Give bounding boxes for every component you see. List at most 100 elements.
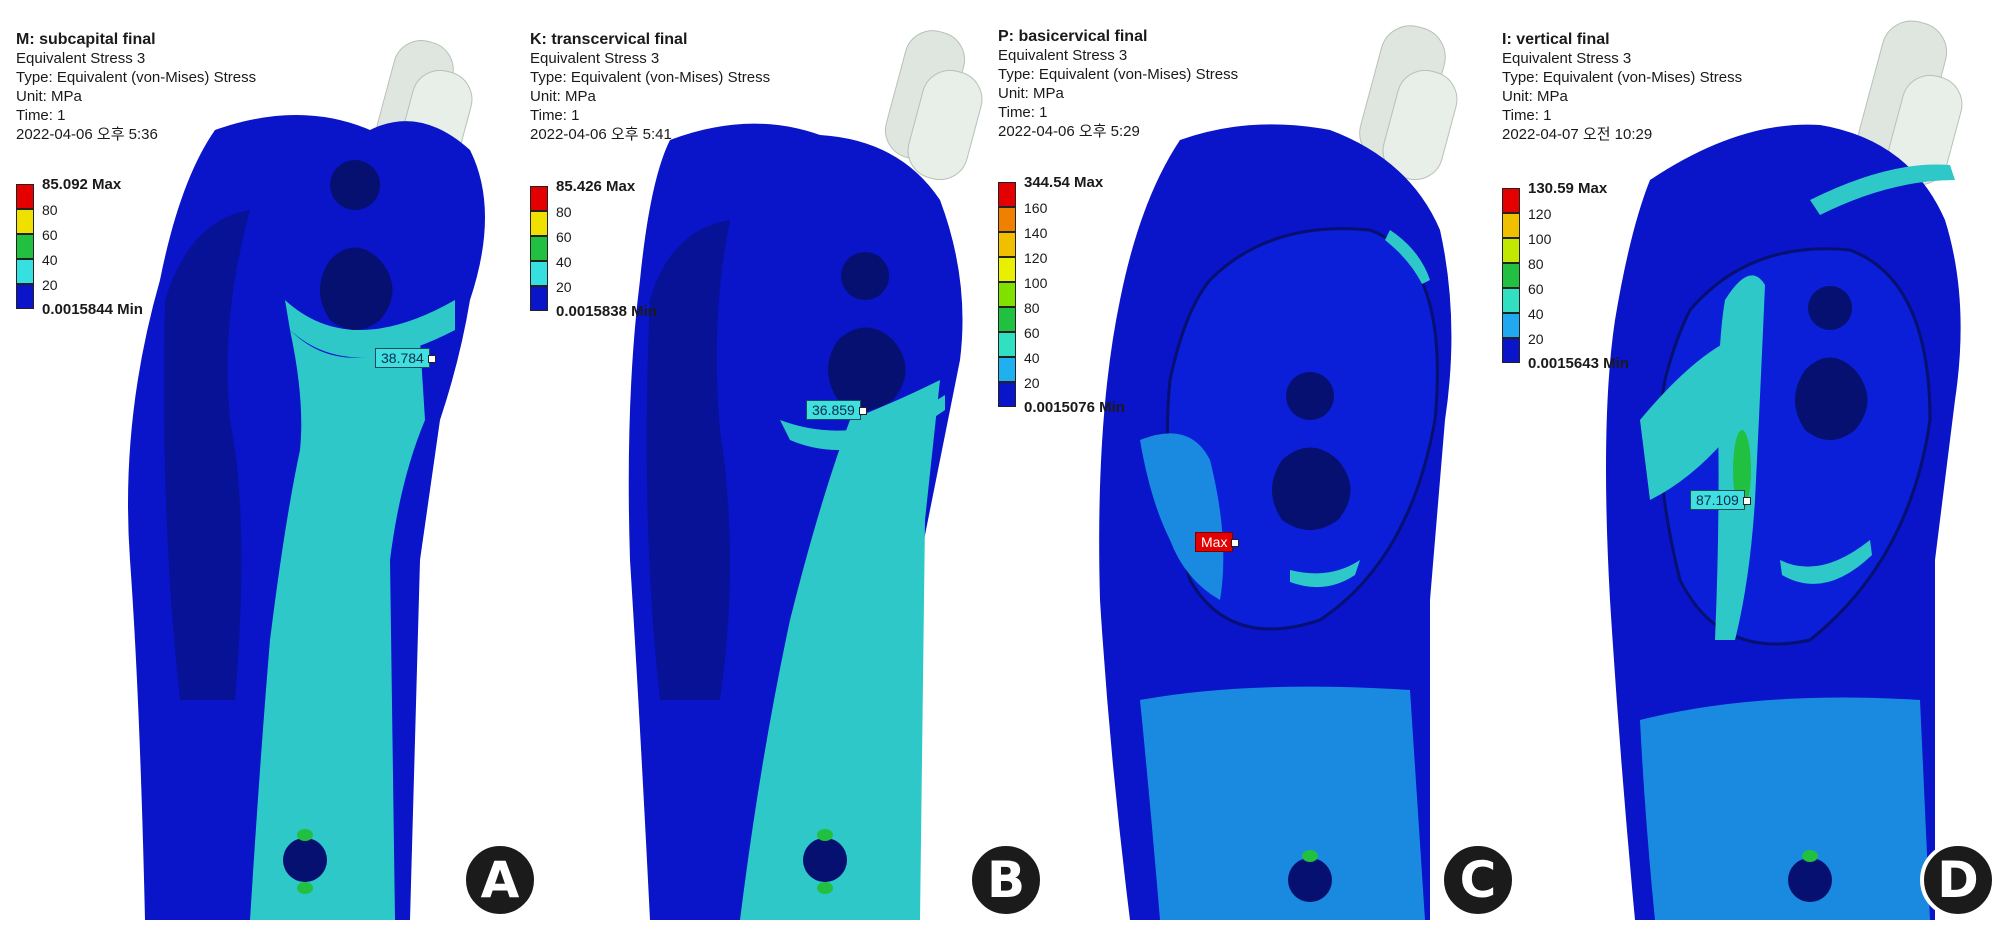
- result-date: 2022-04-06 오후 5:36: [16, 126, 158, 143]
- legend-tick: 40: [42, 252, 58, 268]
- screw-hole: [320, 160, 393, 330]
- screw-hole: [1272, 372, 1351, 530]
- legend-tick: 80: [1528, 256, 1544, 272]
- cyan-stress-band: [250, 330, 425, 920]
- result-time: Time: 1: [1502, 107, 1552, 124]
- result-date: 2022-04-07 오전 10:29: [1502, 126, 1653, 143]
- femur-model-d: [1606, 20, 1963, 921]
- distal-screw: [1788, 850, 1832, 902]
- screw-cylinders: [884, 30, 983, 181]
- screw-hole: [1795, 286, 1868, 440]
- legend-max: 85.426 Max: [556, 178, 636, 195]
- legend-tick: 140: [1024, 225, 1048, 241]
- legend-tick: 60: [42, 227, 58, 243]
- result-time: Time: 1: [16, 107, 66, 124]
- result-date: 2022-04-06 오후 5:41: [530, 126, 672, 143]
- legend-max: 130.59 Max: [1528, 180, 1608, 197]
- legend-max: 85.092 Max: [42, 176, 122, 193]
- legend-tick: 20: [1024, 375, 1040, 391]
- result-name: Equivalent Stress 3: [1502, 50, 1632, 67]
- panel-label-badge: A: [462, 842, 538, 918]
- legend-tick: 20: [42, 277, 58, 293]
- result-time: Time: 1: [998, 104, 1048, 121]
- result-type: Type: Equivalent (von-Mises) Stress: [16, 69, 257, 86]
- legend-tick: 100: [1528, 231, 1552, 247]
- legend-tick: 80: [556, 204, 572, 220]
- panel-label-badge: D: [1920, 842, 1996, 918]
- distal-screw: [803, 829, 847, 894]
- legend-tick: 80: [1024, 300, 1040, 316]
- panel-label-badge: C: [1440, 842, 1516, 918]
- result-title: M: subcapital final: [16, 31, 156, 48]
- legend-tick: 20: [1528, 331, 1544, 347]
- legend-tick: 60: [1024, 325, 1040, 341]
- result-time: Time: 1: [530, 107, 580, 124]
- shadow-region: [646, 220, 730, 700]
- probe-label: 87.109: [1690, 490, 1751, 510]
- stress-patch-left: [1140, 433, 1224, 600]
- legend-tick: 60: [556, 229, 572, 245]
- legend-tick: 160: [1024, 200, 1048, 216]
- legend-tick: 40: [556, 254, 572, 270]
- screw-cylinders: [1857, 20, 1963, 186]
- panel-a: M: subcapital final Equivalent Stress 3 …: [0, 0, 538, 939]
- stress-patch-top: [1385, 230, 1430, 284]
- result-unit: Unit: MPa: [1502, 88, 1568, 105]
- result-name: Equivalent Stress 3: [530, 50, 660, 67]
- probe-label: 36.859: [806, 400, 867, 420]
- result-unit: Unit: MPa: [530, 88, 596, 105]
- legend-tick: 80: [42, 202, 58, 218]
- fracture-arc: [780, 395, 945, 450]
- result-unit: Unit: MPa: [16, 88, 82, 105]
- fracture-arc: [285, 300, 455, 358]
- probe-label: 38.784: [375, 348, 436, 368]
- legend-max: 344.54 Max: [1024, 174, 1104, 191]
- result-title: P: basicervical final: [998, 28, 1148, 45]
- screw-cylinders: [1359, 25, 1458, 181]
- panel-label-badge: B: [968, 842, 1044, 918]
- distal-screw: [1288, 850, 1332, 902]
- legend-tick: 120: [1024, 250, 1048, 266]
- result-unit: Unit: MPa: [998, 85, 1064, 102]
- legend-min: 0.0015844 Min: [42, 301, 143, 318]
- legend-tick: 100: [1024, 275, 1048, 291]
- legend-min: 0.0015076 Min: [1024, 399, 1125, 416]
- femur-model-c: [1099, 25, 1458, 920]
- result-date: 2022-04-06 오후 5:29: [998, 123, 1140, 140]
- result-info-a: M: subcapital final Equivalent Stress 3 …: [16, 30, 256, 144]
- panel-b: K: transcervical final Equivalent Stress…: [520, 0, 1044, 939]
- result-title: I: vertical final: [1502, 31, 1610, 48]
- probe-label: Max: [1195, 532, 1240, 552]
- cyan-stress-band: [1140, 686, 1425, 920]
- result-name: Equivalent Stress 3: [16, 50, 146, 67]
- panel-d: I: vertical final Equivalent Stress 3 Ty…: [1490, 0, 2011, 939]
- stress-patch-arc: [1290, 560, 1360, 588]
- legend-tick: 20: [556, 279, 572, 295]
- result-type: Type: Equivalent (von-Mises) Stress: [530, 69, 771, 86]
- result-info-d: I: vertical final Equivalent Stress 3 Ty…: [1502, 30, 1742, 144]
- legend-tick: 60: [1528, 281, 1544, 297]
- result-info-b: K: transcervical final Equivalent Stress…: [530, 30, 770, 144]
- head-fragment: [1166, 227, 1439, 631]
- stress-arc-lower: [1780, 540, 1872, 584]
- legend-tick: 40: [1024, 350, 1040, 366]
- stress-arc-top: [1810, 164, 1955, 215]
- legend-tick: 40: [1528, 306, 1544, 322]
- cyan-stress-band: [1640, 697, 1930, 920]
- result-type: Type: Equivalent (von-Mises) Stress: [998, 66, 1239, 83]
- shadow-region: [164, 210, 250, 700]
- result-name: Equivalent Stress 3: [998, 47, 1128, 64]
- fracture-left-patch: [1640, 340, 1730, 500]
- legend-min: 0.0015643 Min: [1528, 355, 1629, 372]
- result-title: K: transcervical final: [530, 31, 688, 48]
- result-type: Type: Equivalent (von-Mises) Stress: [1502, 69, 1743, 86]
- screw-hole: [828, 252, 906, 410]
- legend-min: 0.0015838 Min: [556, 303, 657, 320]
- femur-model-a: [128, 40, 485, 920]
- femur-model-b: [628, 30, 983, 921]
- result-info-c: P: basicervical final Equivalent Stress …: [998, 27, 1238, 141]
- cyan-stress-band: [740, 380, 940, 920]
- panel-c: P: basicervical final Equivalent Stress …: [990, 0, 1520, 939]
- legend-tick: 120: [1528, 206, 1552, 222]
- distal-screw: [283, 829, 327, 894]
